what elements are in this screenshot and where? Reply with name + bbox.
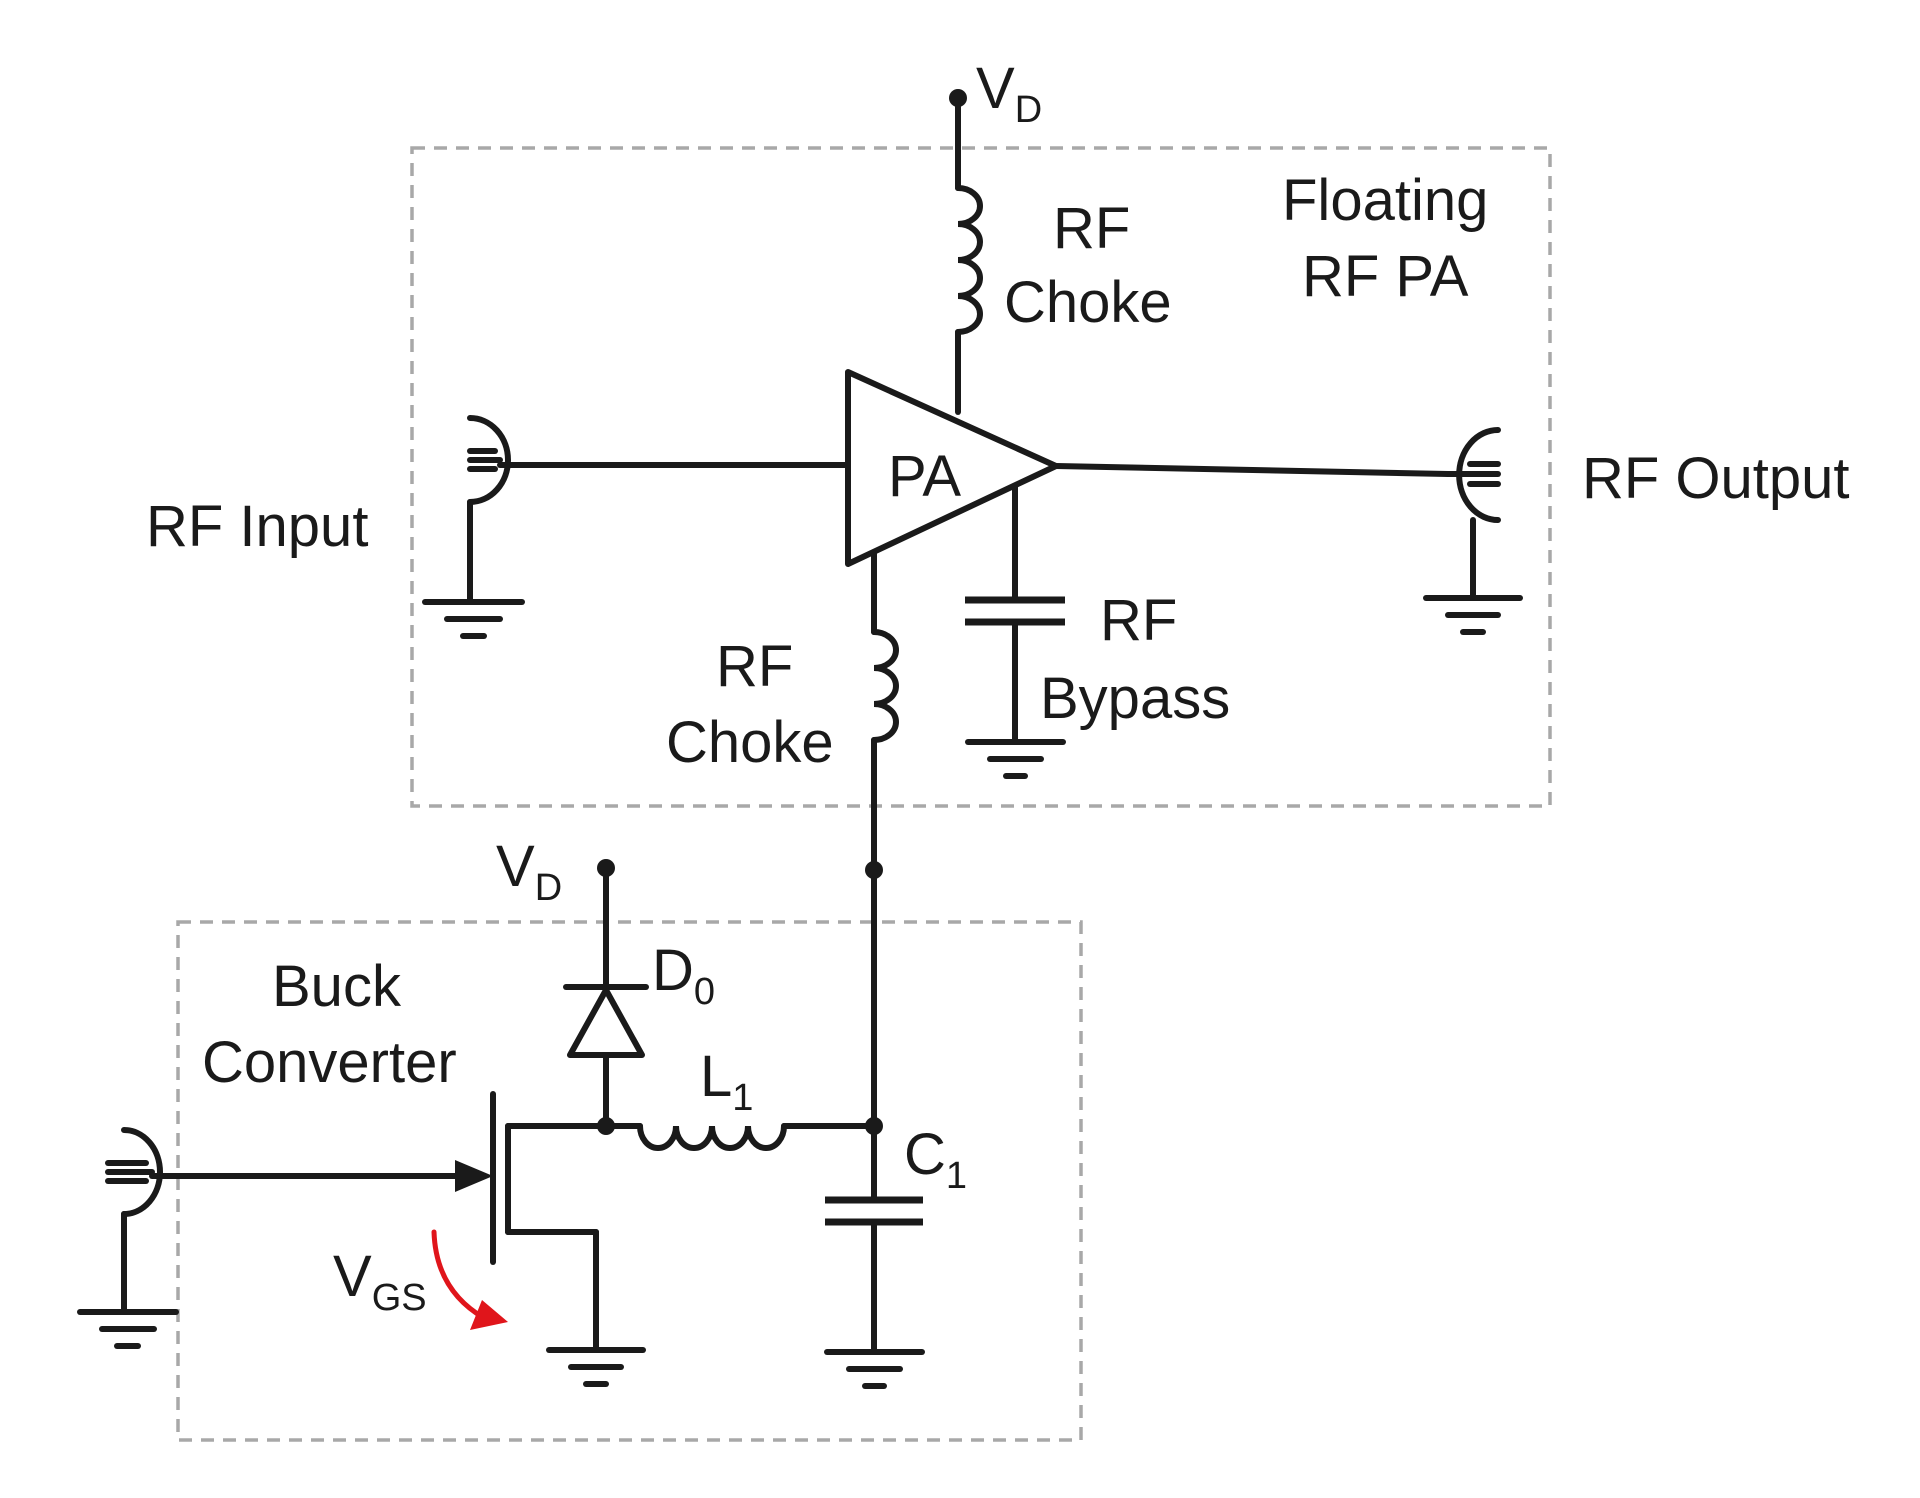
vgs-subscript: GS (372, 1277, 427, 1319)
diode-d0 (563, 984, 649, 1129)
capacitor-c1 (825, 1196, 923, 1226)
buck-converter-label-line1: Buck (272, 954, 402, 1019)
d0-subscript: 0 (694, 971, 715, 1013)
rf-choke-bottom-label-line1: RF (716, 634, 793, 699)
mosfet-ground-icon (546, 1347, 646, 1387)
mosfet-switch (490, 1091, 599, 1351)
rf-output-label: RF Output (1582, 446, 1850, 511)
gate-arrow-icon (455, 1160, 493, 1192)
junction-node-upper (865, 861, 883, 879)
svg-text:C1: C1 (904, 1122, 967, 1197)
svg-text:L1: L1 (700, 1044, 753, 1119)
rf-input-connector (467, 415, 511, 603)
rf-input-label: RF Input (146, 494, 368, 559)
floating-rf-pa-label-line1: Floating (1282, 168, 1488, 233)
l1-label: L (700, 1044, 732, 1109)
buck-converter-label-line2: Converter (202, 1030, 457, 1095)
switch-node (597, 1117, 615, 1135)
l1-subscript: 1 (732, 1077, 753, 1119)
rf-bypass-label-line1: RF (1100, 588, 1177, 653)
floating-rf-pa-box (410, 146, 1552, 808)
vgs-label: V (333, 1244, 372, 1309)
rf-choke-top-label-line1: RF (1053, 196, 1130, 261)
c1-ground-icon (824, 1349, 925, 1389)
svg-text:D0: D0 (652, 938, 715, 1013)
svg-text:VGS: VGS (333, 1244, 427, 1319)
floating-rf-pa-label-line2: RF PA (1302, 244, 1469, 309)
vd-buck-terminal (597, 859, 615, 988)
rf-output-connector (1445, 427, 1501, 600)
svg-text:VD: VD (496, 834, 562, 909)
buck-converter-box (176, 920, 1083, 1442)
gate-input-connector (105, 1127, 163, 1313)
rf-choke-top-label-line2: Choke (1004, 270, 1172, 335)
rf-bypass-ground-icon (965, 739, 1066, 779)
vd-top-subscript: D (1015, 89, 1042, 131)
rf-output-wire (1053, 463, 1451, 477)
gate-input-ground-icon (77, 1309, 179, 1349)
vgs-arrow-icon (431, 1229, 487, 1321)
c1-subscript: 1 (946, 1155, 967, 1197)
vd-top-terminal (949, 89, 967, 191)
rf-choke-bottom-label-line2: Choke (666, 710, 834, 775)
rf-choke-top-inductor (955, 185, 983, 335)
svg-text:VD: VD (976, 56, 1042, 131)
pa-label: PA (888, 444, 961, 509)
vgs-arrowhead-icon (470, 1300, 508, 1330)
rf-output-ground-icon (1423, 595, 1523, 635)
rf-bypass-label-line2: Bypass (1040, 666, 1230, 731)
inductor-l1 (637, 1123, 787, 1151)
vd-buck-label: V (496, 834, 535, 899)
vd-top-label: V (976, 56, 1015, 121)
rf-choke-bottom-inductor (871, 629, 899, 743)
c1-label: C (904, 1122, 946, 1187)
vd-buck-subscript: D (535, 867, 562, 909)
rf-bypass-capacitor (965, 596, 1065, 626)
d0-label: D (652, 938, 694, 1003)
rf-input-ground-icon (422, 599, 525, 639)
